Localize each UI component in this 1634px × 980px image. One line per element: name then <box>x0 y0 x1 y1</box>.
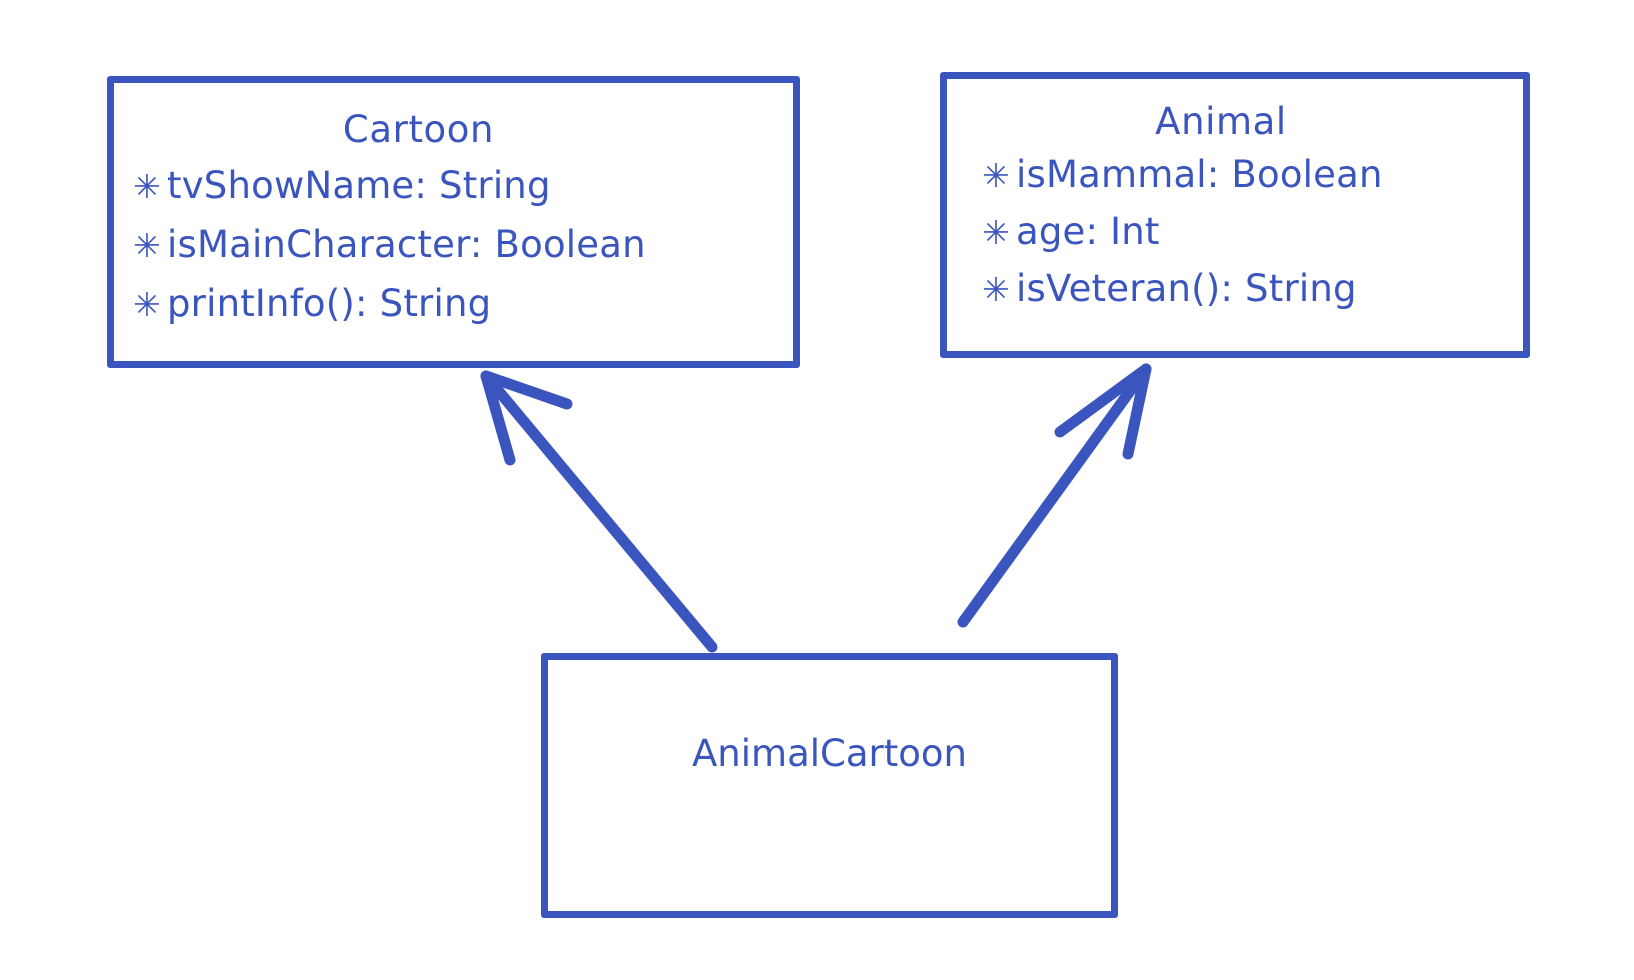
class-title-animalcartoon: AnimalCartoon <box>692 732 967 775</box>
asterisk-bullet-icon: ✳ <box>982 213 1010 252</box>
class-title-cartoon: Cartoon <box>342 108 495 151</box>
member-list-cartoon: ✳ tvShowName: String ✳ isMainCharacter: … <box>114 167 793 322</box>
member-label: printInfo(): String <box>167 282 492 325</box>
arrow-animalcartoon-to-animal <box>957 363 1152 628</box>
asterisk-bullet-icon: ✳ <box>133 285 161 324</box>
asterisk-bullet-icon: ✳ <box>982 156 1010 195</box>
member-label: age: Int <box>1016 210 1160 253</box>
member-label: isMammal: Boolean <box>1016 153 1383 196</box>
member-row: ✳ printInfo(): String <box>133 285 793 322</box>
member-label: tvShowName: String <box>167 164 551 207</box>
member-row: ✳ tvShowName: String <box>133 167 793 204</box>
member-row: ✳ isVeteran(): String <box>982 270 1523 307</box>
member-list-animal: ✳ isMammal: Boolean ✳ age: Int ✳ isVeter… <box>947 156 1523 307</box>
member-label: isVeteran(): String <box>1016 267 1357 310</box>
class-box-animalcartoon[interactable]: AnimalCartoon <box>541 653 1118 918</box>
member-row: ✳ isMammal: Boolean <box>982 156 1523 193</box>
class-title-animal: Animal <box>1155 100 1287 143</box>
class-box-animal[interactable]: Animal ✳ isMammal: Boolean ✳ age: Int ✳ … <box>940 72 1530 358</box>
member-row: ✳ isMainCharacter: Boolean <box>133 226 793 263</box>
arrow-animalcartoon-to-cartoon <box>480 370 718 653</box>
class-box-cartoon[interactable]: Cartoon ✳ tvShowName: String ✳ isMainCha… <box>107 76 800 368</box>
member-label: isMainCharacter: Boolean <box>167 223 646 266</box>
asterisk-bullet-icon: ✳ <box>982 270 1010 309</box>
member-row: ✳ age: Int <box>982 213 1523 250</box>
asterisk-bullet-icon: ✳ <box>133 226 161 265</box>
asterisk-bullet-icon: ✳ <box>133 167 161 206</box>
